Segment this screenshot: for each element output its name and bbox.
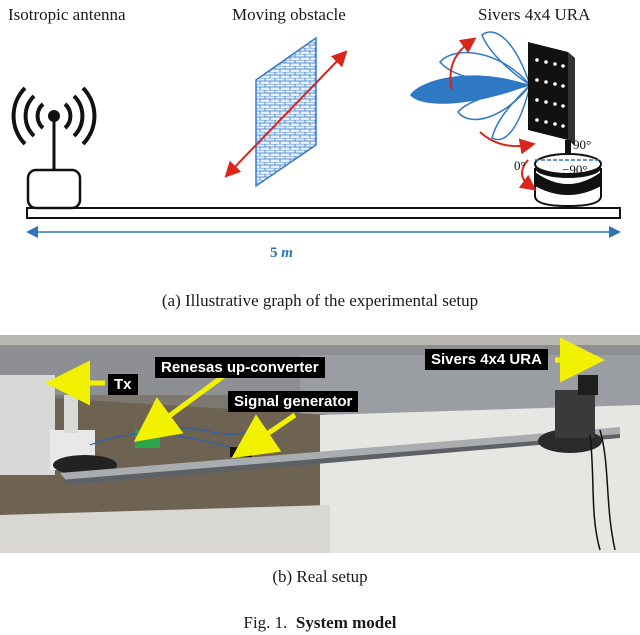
angle-90-label: 90° <box>573 137 592 152</box>
obstacle-motion-arrow <box>224 50 348 178</box>
brick-wall-icon <box>255 36 317 188</box>
callout-renesas: Renesas up-converter <box>155 357 325 378</box>
moving-obstacle-label: Moving obstacle <box>232 5 346 24</box>
caption-b: (b) Real setup <box>272 567 368 586</box>
rotation-arrow-upper <box>449 37 477 91</box>
isotropic-antenna-label: Isotropic antenna <box>8 5 126 24</box>
distance-label: 5 m <box>270 245 293 262</box>
ura-label: Sivers 4x4 URA <box>478 5 591 24</box>
caption-a: (a) Illustrative graph of the experiment… <box>161 291 479 310</box>
figure-caption: Fig. 1. System model <box>0 613 640 633</box>
callout-signal-generator: Signal generator <box>228 391 359 412</box>
setup-diagram <box>11 31 621 238</box>
isotropic-antenna-icon <box>11 86 97 210</box>
angle-minus-90-label: −90° <box>562 162 588 177</box>
beam-pattern-icon <box>410 31 532 141</box>
distance-value: 5 <box>270 245 278 261</box>
figure-title: System model <box>295 613 397 632</box>
rotation-arrow-lower <box>479 131 536 155</box>
ura-panel-icon <box>528 42 575 156</box>
distance-unit: m <box>281 245 293 261</box>
angle-0-label: 0° <box>514 158 526 173</box>
callout-sivers: Sivers 4x4 URA <box>425 349 548 370</box>
arrow-renesas <box>133 372 227 442</box>
turntable-rotation-arrow <box>518 159 537 191</box>
figure-number: Fig. 1. <box>243 613 288 632</box>
rail <box>26 207 621 219</box>
callout-tx: Tx <box>108 374 138 395</box>
arrow-signal-generator <box>231 412 297 459</box>
turntable-icon <box>534 153 602 208</box>
real-setup-photo: Tx Renesas up-converter Signal generator… <box>0 335 640 553</box>
